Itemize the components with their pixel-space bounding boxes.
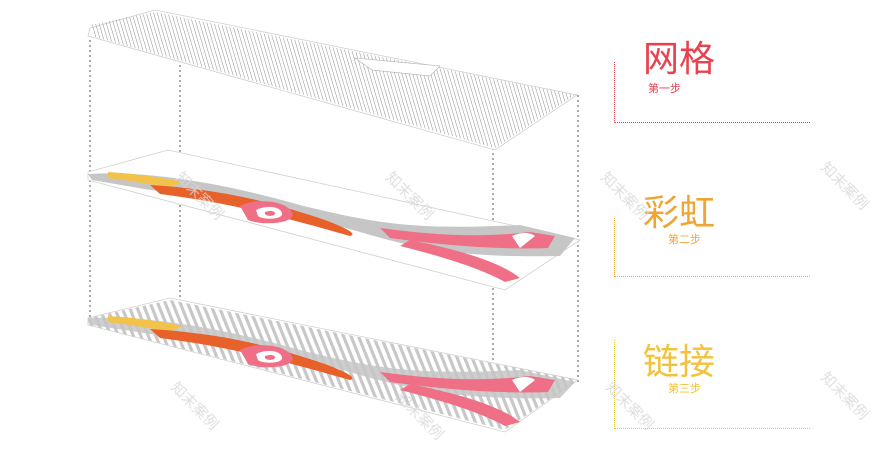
grid-layer (87, 9, 579, 151)
step-2-subtitle: 第二步 (668, 233, 701, 246)
step-3-subtitle: 第三步 (668, 382, 701, 395)
step-1-bracket (614, 62, 810, 123)
step-3-bracket (614, 340, 810, 429)
step-1-title: 网格 (643, 39, 716, 80)
step-2-bracket (614, 218, 810, 277)
linkage-layer (87, 297, 579, 433)
rainbow-layer (87, 149, 582, 291)
step-2-title: 彩虹 (643, 193, 716, 234)
step-3-title: 链接 (643, 342, 716, 383)
step-1-subtitle: 第一步 (648, 82, 681, 95)
